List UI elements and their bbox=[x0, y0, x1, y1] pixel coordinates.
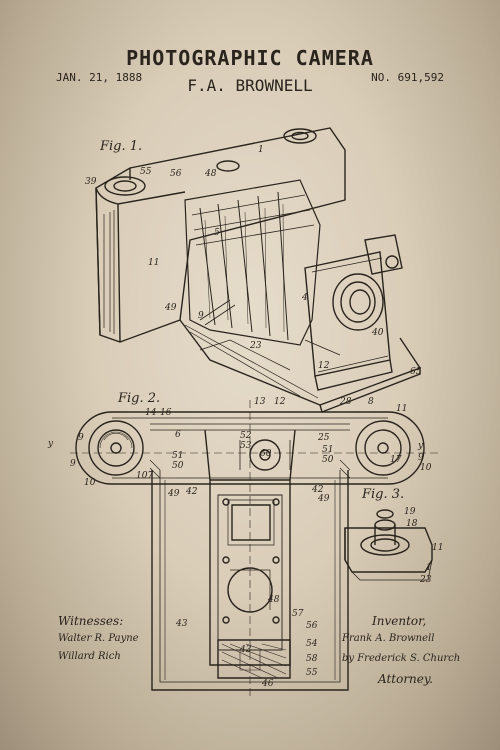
svg-text:52: 52 bbox=[240, 431, 252, 441]
svg-text:48: 48 bbox=[267, 595, 280, 605]
svg-text:55: 55 bbox=[306, 668, 318, 678]
svg-text:50: 50 bbox=[172, 461, 184, 471]
attorney-label: Attorney. bbox=[378, 672, 433, 686]
svg-text:12: 12 bbox=[318, 361, 330, 371]
patent-number: NO. 691,592 bbox=[371, 71, 444, 84]
svg-text:49: 49 bbox=[164, 303, 177, 313]
svg-text:9: 9 bbox=[70, 459, 76, 469]
svg-text:51: 51 bbox=[172, 451, 183, 461]
svg-text:28: 28 bbox=[339, 397, 352, 407]
svg-text:42: 42 bbox=[185, 487, 198, 497]
fig2-label: Fig. 2. bbox=[117, 391, 160, 406]
svg-text:56: 56 bbox=[170, 169, 182, 179]
svg-text:23: 23 bbox=[249, 341, 262, 351]
attorney-by-line: by Frederick S. Church bbox=[342, 653, 461, 664]
svg-text:1: 1 bbox=[426, 563, 432, 573]
fig2-numerals: 13 12 28 8 11 14 16 y 9 9 10 6 51 50 107… bbox=[47, 397, 432, 689]
svg-text:49: 49 bbox=[167, 489, 180, 499]
svg-text:12: 12 bbox=[274, 397, 286, 407]
patent-title: PHOTOGRAPHIC CAMERA bbox=[126, 46, 374, 70]
svg-text:5: 5 bbox=[214, 228, 220, 238]
svg-text:49: 49 bbox=[317, 494, 330, 504]
fig2-section bbox=[70, 400, 440, 700]
svg-text:11: 11 bbox=[432, 543, 443, 553]
svg-text:1: 1 bbox=[258, 145, 264, 155]
svg-text:46: 46 bbox=[261, 679, 274, 689]
fig3-detail bbox=[344, 509, 433, 581]
svg-text:43: 43 bbox=[239, 645, 252, 655]
svg-text:107: 107 bbox=[136, 471, 153, 481]
svg-text:18: 18 bbox=[406, 519, 418, 529]
witness-1-signature: Walter R. Payne bbox=[58, 633, 139, 644]
svg-text:53: 53 bbox=[240, 441, 252, 451]
svg-text:10: 10 bbox=[420, 463, 432, 473]
svg-text:51: 51 bbox=[322, 445, 333, 455]
fig2-body bbox=[149, 459, 351, 691]
fig1-camera bbox=[95, 127, 422, 413]
svg-text:16: 16 bbox=[160, 408, 172, 418]
fig3-label: Fig. 3. bbox=[361, 487, 404, 502]
inventor-label: Inventor, bbox=[372, 614, 427, 628]
svg-text:43: 43 bbox=[175, 619, 188, 629]
svg-text:11: 11 bbox=[148, 258, 159, 268]
svg-text:42: 42 bbox=[311, 485, 324, 495]
svg-text:55: 55 bbox=[140, 167, 152, 177]
svg-text:13: 13 bbox=[254, 397, 266, 407]
svg-text:58: 58 bbox=[306, 654, 318, 664]
svg-text:25: 25 bbox=[317, 433, 330, 443]
svg-text:17: 17 bbox=[390, 455, 402, 465]
svg-text:48: 48 bbox=[204, 169, 217, 179]
patent-date: JAN. 21, 1888 bbox=[56, 71, 143, 84]
fig1-numerals: 39 55 56 48 1 11 5 49 9 23 4 40 65 12 bbox=[85, 145, 422, 377]
svg-text:y: y bbox=[47, 439, 54, 449]
fig1-label: Fig. 1. bbox=[99, 139, 142, 154]
svg-text:54: 54 bbox=[306, 639, 318, 649]
svg-text:6: 6 bbox=[175, 430, 181, 440]
svg-text:60: 60 bbox=[260, 449, 272, 459]
svg-text:y: y bbox=[417, 441, 424, 451]
svg-text:14: 14 bbox=[145, 408, 157, 418]
svg-text:10: 10 bbox=[84, 478, 96, 488]
fig3-numerals: 19 18 11 1 23 bbox=[404, 507, 443, 585]
inventor-name: F.A. BROWNELL bbox=[187, 76, 313, 95]
svg-text:39: 39 bbox=[85, 177, 97, 187]
svg-text:50: 50 bbox=[322, 455, 334, 465]
svg-text:40: 40 bbox=[371, 328, 384, 338]
svg-text:9: 9 bbox=[418, 453, 424, 463]
witnesses-label: Witnesses: bbox=[58, 614, 124, 628]
inventor-signature: Frank A. Brownell bbox=[342, 633, 435, 644]
svg-text:9: 9 bbox=[198, 311, 204, 321]
svg-text:56: 56 bbox=[306, 621, 318, 631]
svg-text:57: 57 bbox=[292, 609, 304, 619]
svg-text:8: 8 bbox=[368, 397, 374, 407]
witness-2-signature: Willard Rich bbox=[58, 651, 121, 662]
svg-text:19: 19 bbox=[404, 507, 416, 517]
svg-text:23: 23 bbox=[419, 575, 432, 585]
svg-text:9: 9 bbox=[78, 433, 84, 443]
svg-text:11: 11 bbox=[396, 404, 407, 414]
svg-text:65: 65 bbox=[410, 367, 422, 377]
svg-text:4: 4 bbox=[301, 293, 308, 303]
